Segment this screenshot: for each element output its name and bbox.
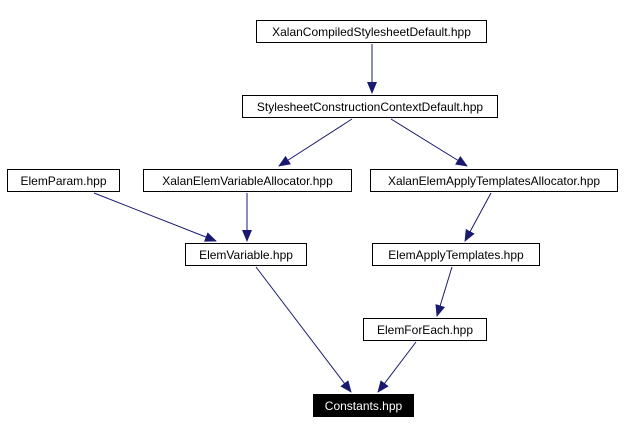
edge-elem-variable-to-constants [255,266,352,393]
node-elem-for-each[interactable]: ElemForEach.hpp [363,318,487,341]
node-stylesheet-construction-context-default[interactable]: StylesheetConstructionContextDefault.hpp [242,95,498,118]
node-xalan-compiled-stylesheet-default[interactable]: XalanCompiledStylesheetDefault.hpp [256,20,487,43]
node-xalan-elem-apply-templates-allocator[interactable]: XalanElemApplyTemplatesAllocator.hpp [370,169,618,192]
node-elem-apply-templates[interactable]: ElemApplyTemplates.hpp [372,243,540,266]
edge-stylesheet-construction-context-default-to-xalan-elem-apply-templates-allocator [390,118,468,167]
node-constants: Constants.hpp [313,394,414,417]
edge-elem-apply-templates-to-elem-for-each [435,266,453,317]
edge-stylesheet-construction-context-default-to-xalan-elem-variable-allocator [278,118,353,167]
node-elem-variable[interactable]: ElemVariable.hpp [185,243,307,266]
edge-elem-param-to-elem-variable [93,192,217,242]
node-xalan-elem-variable-allocator[interactable]: XalanElemVariableAllocator.hpp [143,169,352,192]
edge-xalan-elem-apply-templates-allocator-to-elem-apply-templates [464,192,492,242]
edge-elem-for-each-to-constants [377,341,417,393]
node-elem-param[interactable]: ElemParam.hpp [7,169,120,192]
